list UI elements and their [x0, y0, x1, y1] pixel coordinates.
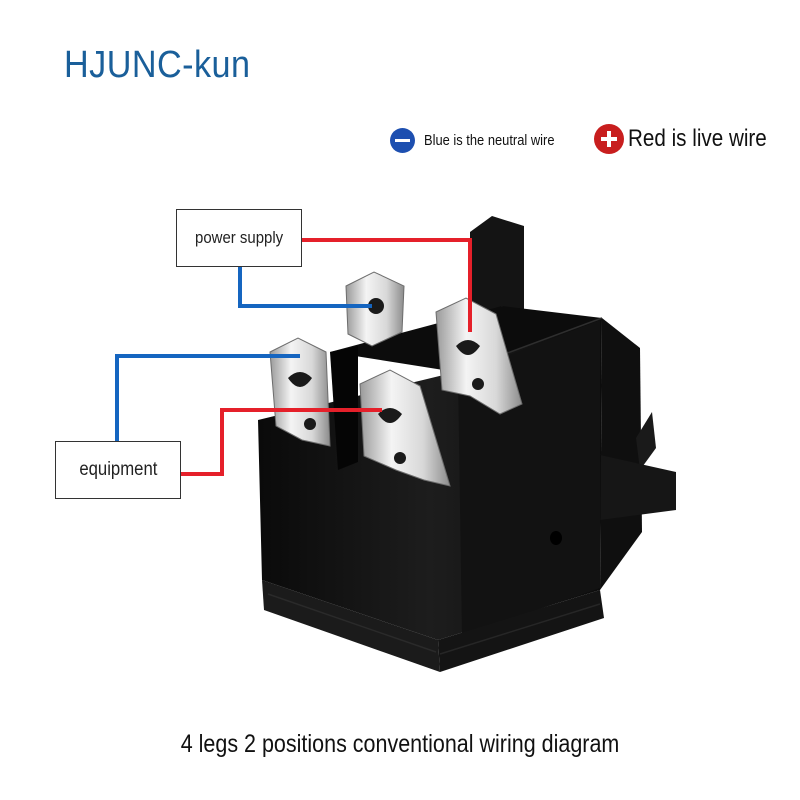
power-supply-neutral-wire: [238, 262, 372, 308]
equipment-text: equipment: [78, 459, 158, 480]
terminal-pin-front-left: [269, 337, 331, 447]
minus-icon: [390, 128, 415, 153]
caption: 4 legs 2 positions conventional wiring d…: [0, 730, 800, 759]
caption-text: 4 legs 2 positions conventional wiring d…: [180, 730, 620, 758]
legend-live-text: Red is live wire: [628, 125, 767, 152]
power-supply-live-wire: [300, 238, 472, 332]
plus-icon: [594, 124, 624, 154]
terminal-pin-front-right: [359, 369, 451, 487]
equipment-neutral-wire: [115, 354, 300, 441]
legend-neutral-text: Blue is the neutral wire: [424, 132, 555, 149]
terminal-pin-back-left: [345, 271, 405, 347]
power-supply-label: power supply: [176, 209, 302, 267]
brand-logo: HJUNC-kun: [64, 44, 251, 86]
legend-neutral: Blue is the neutral wire: [390, 128, 576, 153]
equipment-live-wire: [180, 408, 382, 476]
equipment-label: equipment: [55, 441, 181, 499]
legend-live: Red is live wire: [594, 124, 789, 154]
power-supply-text: power supply: [194, 228, 284, 247]
